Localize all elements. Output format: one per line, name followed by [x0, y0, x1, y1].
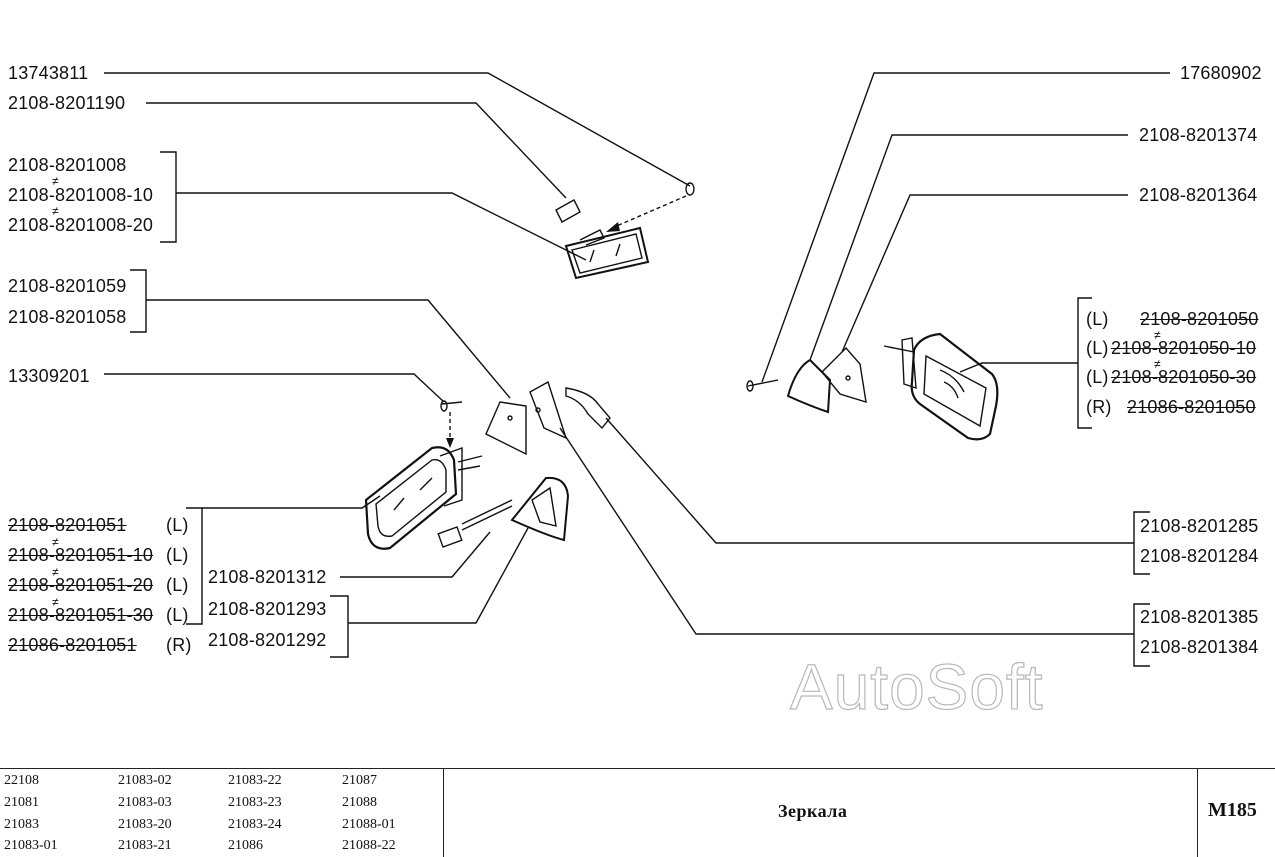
part-number-2108-8201008-10: 2108-8201008-10	[8, 185, 154, 205]
model-code: 21088	[342, 795, 377, 810]
part-number-2108-8201374: 2108-8201374	[1139, 125, 1258, 145]
right-exterior-mirror	[883, 332, 999, 441]
model-code: 21086	[228, 838, 263, 853]
part-number-2108-8201285: 2108-8201285	[1140, 516, 1259, 536]
part-number-2108-8201293: 2108-8201293	[208, 599, 327, 619]
part-number-2108-8201059: 2108-8201059	[8, 276, 127, 296]
not-equal-mark: ≠	[52, 535, 59, 549]
model-code: 21083-22	[228, 773, 282, 788]
side-marker: (L)	[166, 515, 189, 535]
model-code: 21081	[4, 795, 39, 810]
interior-mirror	[555, 182, 695, 280]
bracket-8201385	[1133, 603, 1150, 667]
divider	[443, 769, 444, 857]
model-code: 21083-21	[118, 838, 172, 853]
not-equal-mark: ≠	[52, 204, 59, 218]
part-number-2108-8201051-20: 2108-8201051-20	[8, 575, 154, 595]
model-code: 21083-23	[228, 795, 282, 810]
part-number-2108-8201008: 2108-8201008	[8, 155, 127, 175]
model-code: 21083	[4, 817, 39, 832]
leader-13309201	[104, 373, 445, 403]
leader-2108-8201051	[202, 495, 381, 509]
bracket-8201008	[160, 151, 177, 243]
side-marker: (L)	[1086, 309, 1109, 329]
right-cover-and-plate	[746, 346, 867, 414]
left-cover-and-lever	[437, 476, 570, 548]
model-code: 21088-01	[342, 817, 396, 832]
part-number-2108-8201190: 2108-8201190	[8, 93, 126, 113]
leader-2108-8201293	[348, 527, 529, 624]
leader-2108-8201364	[841, 194, 1128, 353]
not-equal-mark: ≠	[52, 595, 59, 609]
part-number-2108-8201284: 2108-8201284	[1140, 546, 1259, 566]
leader-2108-8201190	[146, 102, 567, 199]
arrow-screw-to-mirror	[611, 195, 687, 229]
leader-2108-8201050	[959, 362, 1078, 373]
arrow-head-1	[606, 222, 620, 232]
side-marker: (L)	[166, 575, 189, 595]
exploded-view-drawing	[104, 72, 1170, 667]
leader-17680902	[761, 72, 1170, 383]
model-code: 21083-03	[118, 795, 172, 810]
model-code: 21088-22	[342, 838, 396, 853]
part-number-2108-8201008-20: 2108-8201008-20	[8, 215, 154, 235]
side-marker: (L)	[166, 545, 189, 565]
leader-2108-8201374	[809, 134, 1128, 361]
model-code: 21083-20	[118, 817, 172, 832]
left-exterior-mirror	[364, 400, 483, 550]
model-code: 21083-24	[228, 817, 282, 832]
side-marker: (R)	[166, 635, 192, 655]
not-equal-mark: ≠	[1154, 328, 1161, 342]
leader-2108-8201285	[605, 417, 1134, 544]
leader-2108-8201385	[559, 427, 1134, 635]
model-code: 21083-01	[4, 838, 58, 853]
part-number-2108-8201385: 2108-8201385	[1140, 607, 1259, 627]
leader-2108-8201312	[340, 531, 491, 578]
leader-2108-8201059	[146, 299, 511, 399]
part-number-2108-8201364: 2108-8201364	[1139, 185, 1258, 205]
part-number-2108-8201050-30: 2108-8201050-30	[1111, 367, 1257, 387]
part-number-2108-8201384: 2108-8201384	[1140, 637, 1259, 657]
leader-lines	[104, 72, 1170, 667]
bracket-8201059	[130, 269, 147, 333]
arrow-heads	[446, 222, 620, 448]
part-number-2108-8201292: 2108-8201292	[208, 630, 327, 650]
model-code: 22108	[4, 773, 39, 788]
model-code: 21083-02	[118, 773, 172, 788]
part-number-2108-8201050-10: 2108-8201050-10	[1111, 338, 1257, 358]
assembly-arrows	[449, 195, 687, 440]
not-equal-mark: ≠	[52, 565, 59, 579]
sheet-code: M185	[1208, 799, 1257, 821]
arrow-head-2	[446, 438, 454, 448]
part-number-17680902: 17680902	[1180, 63, 1262, 83]
side-marker: (L)	[1086, 338, 1109, 358]
part-number-13309201: 13309201	[8, 366, 90, 386]
title-block: 22108 21083-02 21083-22 21087 21081 2108…	[0, 768, 1275, 857]
part-number-2108-8201051-10: 2108-8201051-10	[8, 545, 154, 565]
divider	[1197, 769, 1198, 857]
bracket-8201051	[186, 507, 203, 625]
part-number-2108-8201051-30: 2108-8201051-30	[8, 605, 154, 625]
not-equal-mark: ≠	[52, 174, 59, 188]
side-marker: (L)	[1086, 367, 1109, 387]
part-number-2108-8201051: 2108-8201051	[8, 515, 127, 535]
part-number-13743811: 13743811	[8, 63, 89, 83]
not-equal-mark: ≠	[1154, 357, 1161, 371]
side-marker: (R)	[1086, 397, 1112, 417]
part-number-2108-8201058: 2108-8201058	[8, 307, 127, 327]
part-number-21086-8201050: 21086-8201050	[1127, 397, 1256, 417]
sheet-title: Зеркала	[778, 801, 848, 821]
side-marker: (L)	[166, 605, 189, 625]
bracket-8201293	[330, 595, 349, 658]
model-code: 21087	[342, 773, 377, 788]
part-number-21086-8201051: 21086-8201051	[8, 635, 137, 655]
leader-2108-8201008	[176, 192, 587, 261]
part-number-2108-8201050: 2108-8201050	[1140, 309, 1259, 329]
watermark: AutoSoft	[789, 650, 1044, 723]
part-number-2108-8201312: 2108-8201312	[208, 567, 327, 587]
leader-13743811	[104, 72, 691, 187]
left-mount-plates	[485, 380, 611, 456]
